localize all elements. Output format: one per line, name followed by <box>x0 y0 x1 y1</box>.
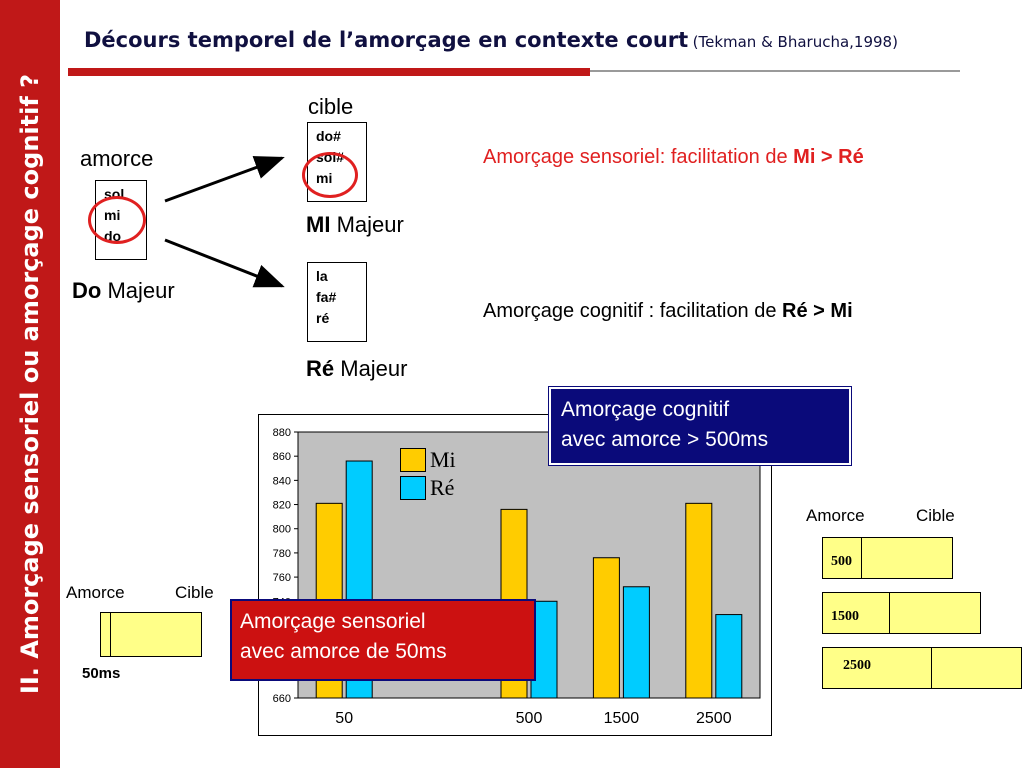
bar-re <box>715 614 743 699</box>
arrow-to-mi <box>164 156 285 203</box>
legend-label-re: Ré <box>430 475 455 500</box>
arrow-to-re <box>164 238 285 288</box>
y-tick-label: 820 <box>273 500 291 512</box>
left-timeline-bar <box>100 612 202 657</box>
cognitive-statement: Amorçage cognitif : facilitation de Ré >… <box>483 300 853 323</box>
x-tick-label: 500 <box>516 710 543 727</box>
sensory-statement-prefix: Amorçage sensoriel: facilitation de <box>483 146 794 168</box>
cognitive-statement-bold: Ré > Mi <box>782 300 853 322</box>
bar-mi <box>592 557 620 699</box>
timeline-divider-2500 <box>931 648 932 688</box>
bar-re <box>622 586 650 699</box>
callout-cognitive-line2: avec amorce > 500ms <box>561 428 769 451</box>
timeline-divider-1500 <box>889 593 890 633</box>
y-tick-label: 880 <box>273 427 291 439</box>
x-tick-label: 2500 <box>696 710 732 727</box>
re-chord-bold: Ré <box>306 356 335 381</box>
right-cible-label: Cible <box>916 506 955 525</box>
title-citation: (Tekman & Bharucha,1998) <box>692 33 898 51</box>
prime-label: amorce <box>80 146 154 171</box>
bar-re <box>530 600 558 699</box>
title-underline-grey <box>590 70 960 72</box>
left-timeline-divider <box>110 613 111 656</box>
timeline-label-1500: 1500 <box>831 609 859 624</box>
target-label: cible <box>308 94 354 119</box>
mi-note: do# <box>316 128 341 144</box>
chart-legend: Mi Ré <box>400 446 456 502</box>
y-tick-label: 860 <box>273 451 291 463</box>
re-note: fa# <box>316 289 337 305</box>
mi-chord-bold: MI <box>306 212 331 237</box>
re-note: la <box>316 268 328 284</box>
callout-cognitive-line1: Amorçage cognitif <box>561 398 730 421</box>
mi-chord-rest: Majeur <box>330 212 404 237</box>
mi-chord-name: MI Majeur <box>306 212 404 238</box>
prime-chord-bold: Do <box>72 278 102 303</box>
x-tick-label: 1500 <box>604 710 640 727</box>
timeline-bar-2500: 2500 <box>822 647 1022 689</box>
x-tick-label: 50 <box>335 710 353 727</box>
re-notes-box: la fa# ré <box>307 262 367 342</box>
callout-sensory-line1: Amorçage sensoriel <box>240 610 426 633</box>
sidebar <box>0 0 60 768</box>
callout-cognitive: Amorçage cognitif avec amorce > 500ms <box>548 386 852 466</box>
y-tick-label: 800 <box>273 524 291 536</box>
sensory-statement: Amorçage sensoriel: facilitation de Mi >… <box>483 146 864 169</box>
left-duration-label: 50ms <box>82 665 121 682</box>
y-tick-label: 840 <box>273 475 291 487</box>
prime-chord-rest: Majeur <box>101 278 175 303</box>
y-tick-label: 760 <box>273 572 291 584</box>
title-main: Décours temporel de l’amorçage en contex… <box>84 28 689 52</box>
right-amorce-label: Amorce <box>806 506 865 525</box>
y-tick-label: 660 <box>273 693 291 705</box>
left-amorce-label: Amorce <box>66 583 125 602</box>
title-underline-red <box>68 68 590 76</box>
left-cible-label: Cible <box>175 583 214 602</box>
timeline-label-500: 500 <box>831 554 852 569</box>
prime-chord-name: Do Majeur <box>72 278 175 304</box>
timeline-divider-500 <box>861 538 862 578</box>
legend-swatch-re <box>400 476 426 500</box>
re-chord-name: Ré Majeur <box>306 356 407 382</box>
timeline-bar-1500: 1500 <box>822 592 981 634</box>
callout-sensory-line2: avec amorce de 50ms <box>240 640 447 663</box>
callout-sensory: Amorçage sensoriel avec amorce de 50ms <box>230 599 536 681</box>
sensory-statement-bold: Mi > Ré <box>793 146 864 168</box>
cognitive-statement-prefix: Amorçage cognitif : facilitation de <box>483 300 783 322</box>
re-chord-rest: Majeur <box>334 356 408 381</box>
bar-mi <box>685 502 713 699</box>
legend-label-mi: Mi <box>430 447 456 472</box>
legend-swatch-mi <box>400 448 426 472</box>
timeline-bar-500: 500 <box>822 537 953 579</box>
re-note: ré <box>316 310 330 326</box>
target-highlight-circle <box>302 152 358 198</box>
timeline-label-2500: 2500 <box>843 658 871 673</box>
slide-title: Décours temporel de l’amorçage en contex… <box>84 28 898 52</box>
y-tick-label: 780 <box>273 548 291 560</box>
prime-highlight-circle <box>88 196 146 244</box>
